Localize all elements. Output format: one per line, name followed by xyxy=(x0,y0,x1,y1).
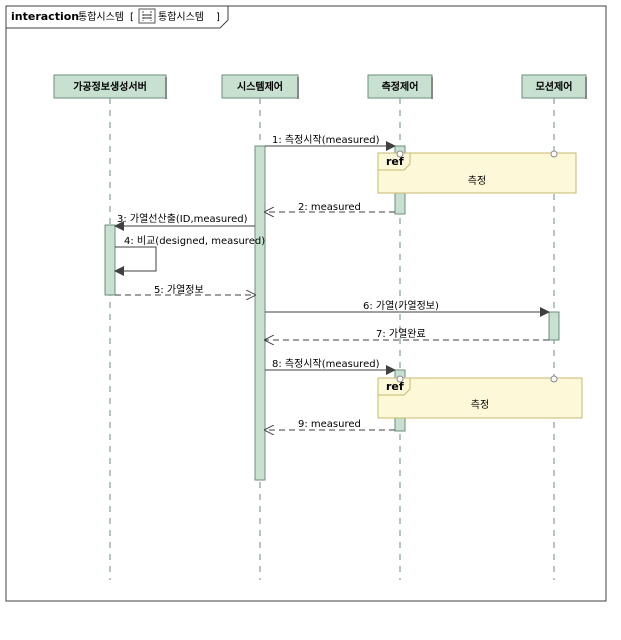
activation-server xyxy=(104,224,116,296)
ref-2-keyword: ref xyxy=(386,380,404,393)
lifeline-motion: 모션제어 xyxy=(521,74,587,99)
ref-2-handle-left xyxy=(396,375,404,383)
message-9-label: 9: measured xyxy=(298,419,361,430)
activation-system xyxy=(254,145,266,481)
frame-tab-name: 통합시스템 xyxy=(158,11,204,23)
message-4-self: 4: 비교(designed, measured) xyxy=(114,235,265,276)
lifeline-measure-label: 측정제어 xyxy=(382,80,419,93)
frame-keyword: interaction xyxy=(11,10,79,23)
lifeline-system: 시스템제어 xyxy=(221,74,299,99)
ref-1-name: 측정 xyxy=(468,175,486,187)
frame-name: 통합시스템 xyxy=(78,11,124,23)
message-2: 2: measured xyxy=(265,202,395,213)
ref-1-handle-right xyxy=(550,150,558,158)
message-5: 5: 가열정보 xyxy=(115,284,255,296)
frame-title-tab xyxy=(5,5,229,29)
frame-bracket-close: ] xyxy=(216,12,220,23)
message-5-label: 5: 가열정보 xyxy=(154,284,204,296)
lifeline-motion-label: 모션제어 xyxy=(536,80,573,93)
lifeline-server-label: 가공정보생성서버 xyxy=(73,80,147,93)
ref-1-handle-left xyxy=(396,150,404,158)
message-2-label: 2: measured xyxy=(298,202,361,213)
message-7: 7: 가열완료 xyxy=(265,328,549,340)
message-1: 1: 측정시작(measured) xyxy=(265,134,396,151)
ref-fragment-1: ref 측정 xyxy=(377,150,577,194)
frame-bracket-open: [ xyxy=(130,12,134,23)
ref-2-handle-right xyxy=(550,375,558,383)
message-3-label: 3: 가열선산출(ID,measured) xyxy=(117,213,248,225)
message-3: 3: 가열선산출(ID,measured) xyxy=(114,213,255,231)
message-7-label: 7: 가열완료 xyxy=(376,328,426,340)
lifeline-server: 가공정보생성서버 xyxy=(53,74,167,99)
lifeline-system-label: 시스템제어 xyxy=(237,80,283,93)
message-9: 9: measured xyxy=(265,419,395,430)
message-1-label: 1: 측정시작(measured) xyxy=(272,134,380,146)
interaction-frame xyxy=(5,5,607,602)
interaction-icon xyxy=(138,8,156,24)
message-8-label: 8: 측정시작(measured) xyxy=(272,358,380,370)
message-8: 8: 측정시작(measured) xyxy=(265,358,396,375)
ref-2-name: 측정 xyxy=(471,399,489,411)
message-6: 6: 가열(가열정보) xyxy=(265,300,550,317)
lifeline-measure: 측정제어 xyxy=(367,74,433,99)
activation-motion xyxy=(548,311,560,341)
message-4-label: 4: 비교(designed, measured) xyxy=(124,235,265,247)
ref-fragment-2: ref 측정 xyxy=(377,375,583,419)
ref-1-keyword: ref xyxy=(386,155,404,168)
message-6-label: 6: 가열(가열정보) xyxy=(363,300,439,312)
